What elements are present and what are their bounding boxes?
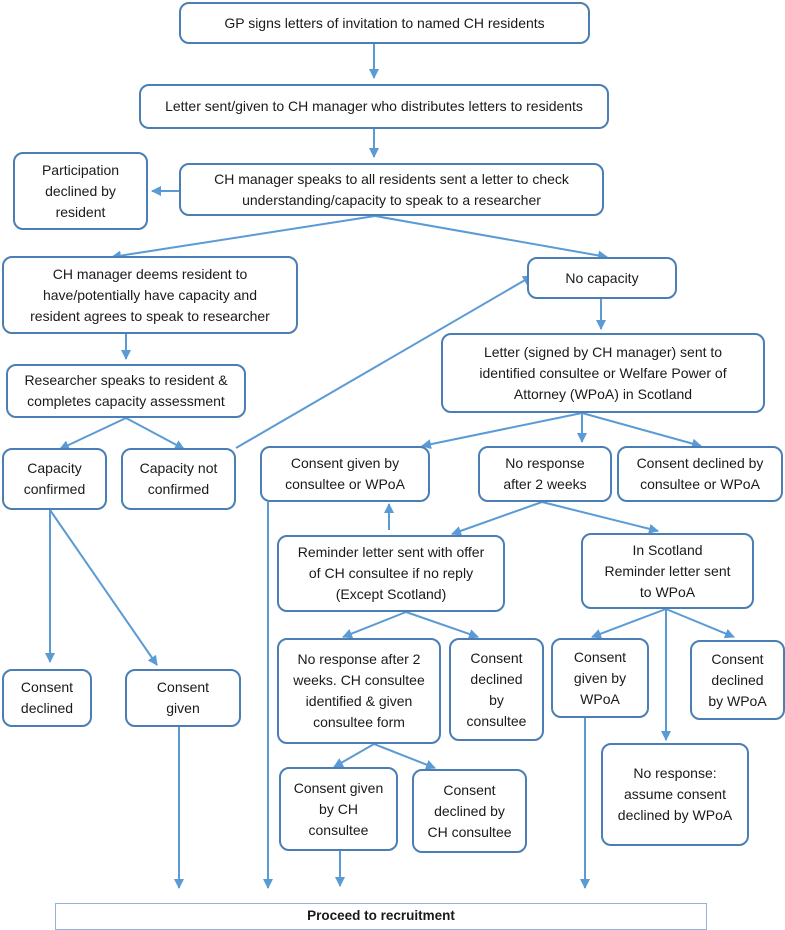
letter-consultee-node: Letter (signed by CH manager) sent to id… <box>441 333 765 413</box>
arrow-reminder-to-noresponsech <box>342 611 407 639</box>
arrow-notconf-to-nocap <box>235 275 533 449</box>
arrow-scotland-to-declinedwpoa <box>665 608 735 639</box>
deems-capacity-node: CH manager deems resident to have/potent… <box>2 256 298 334</box>
consent-declined-wpoa-node: Consent declined by WPoA <box>690 640 785 720</box>
consent-given-node: Consent given <box>125 669 241 727</box>
declined-by-resident-node: Participation declined by resident <box>13 152 148 230</box>
capacity-not-confirmed-node: Capacity not confirmed <box>121 448 236 510</box>
arrow-scotland-to-givenwpoa <box>591 608 667 639</box>
arrow-researcher-to-notconf <box>125 417 185 450</box>
consent-declined-consultee-node: Consent declined by consultee or WPoA <box>617 446 783 502</box>
no-capacity-node: No capacity <box>527 257 677 299</box>
consent-declined-ch-node: Consent declined by CH consultee <box>412 769 527 853</box>
consent-given-consultee-node: Consent given by consultee or WPoA <box>260 446 430 502</box>
arrow-ch-to-givench <box>333 743 375 768</box>
consent-given-wpoa-node: Consent given by WPoA <box>551 638 649 718</box>
arrow-ch-to-declinedch <box>373 743 436 770</box>
arrow-letter-to-declined <box>581 412 702 449</box>
no-response-ch-node: No response after 2 weeks. CH consultee … <box>277 638 441 744</box>
arrow-researcher-to-confirmed <box>59 417 127 450</box>
no-response-assume-node: No response: assume consent declined by … <box>601 743 749 846</box>
proceed-to-recruitment-node: Proceed to recruitment <box>55 903 707 930</box>
arrow-reminder-to-declinedcon <box>405 611 479 639</box>
arrow-noresp-to-scotland <box>541 501 659 534</box>
arrow-manager-to-nocap <box>374 215 608 261</box>
arrow-letter-to-given <box>421 412 583 450</box>
capacity-confirmed-node: Capacity confirmed <box>2 448 107 510</box>
manager-speaks-node: CH manager speaks to all residents sent … <box>179 163 604 216</box>
scotland-reminder-node: In Scotland Reminder letter sent to WPoA <box>581 533 754 609</box>
gp-signs-node: GP signs letters of invitation to named … <box>179 2 590 44</box>
researcher-speaks-node: Researcher speaks to resident & complete… <box>6 364 246 418</box>
consent-given-ch-node: Consent given by CH consultee <box>279 767 398 851</box>
letter-sent-node: Letter sent/given to CH manager who dist… <box>139 84 609 129</box>
consent-declined-by-consultee-node: Consent declined by consultee <box>449 638 544 741</box>
arrow-confirmed-to-given <box>49 509 158 666</box>
no-response-2w-node: No response after 2 weeks <box>478 446 612 502</box>
arrow-noresp-to-reminder <box>451 501 543 536</box>
consent-declined-node: Consent declined <box>2 669 92 727</box>
arrow-manager-to-deems <box>111 215 376 261</box>
reminder-letter-node: Reminder letter sent with offer of CH co… <box>277 535 505 612</box>
